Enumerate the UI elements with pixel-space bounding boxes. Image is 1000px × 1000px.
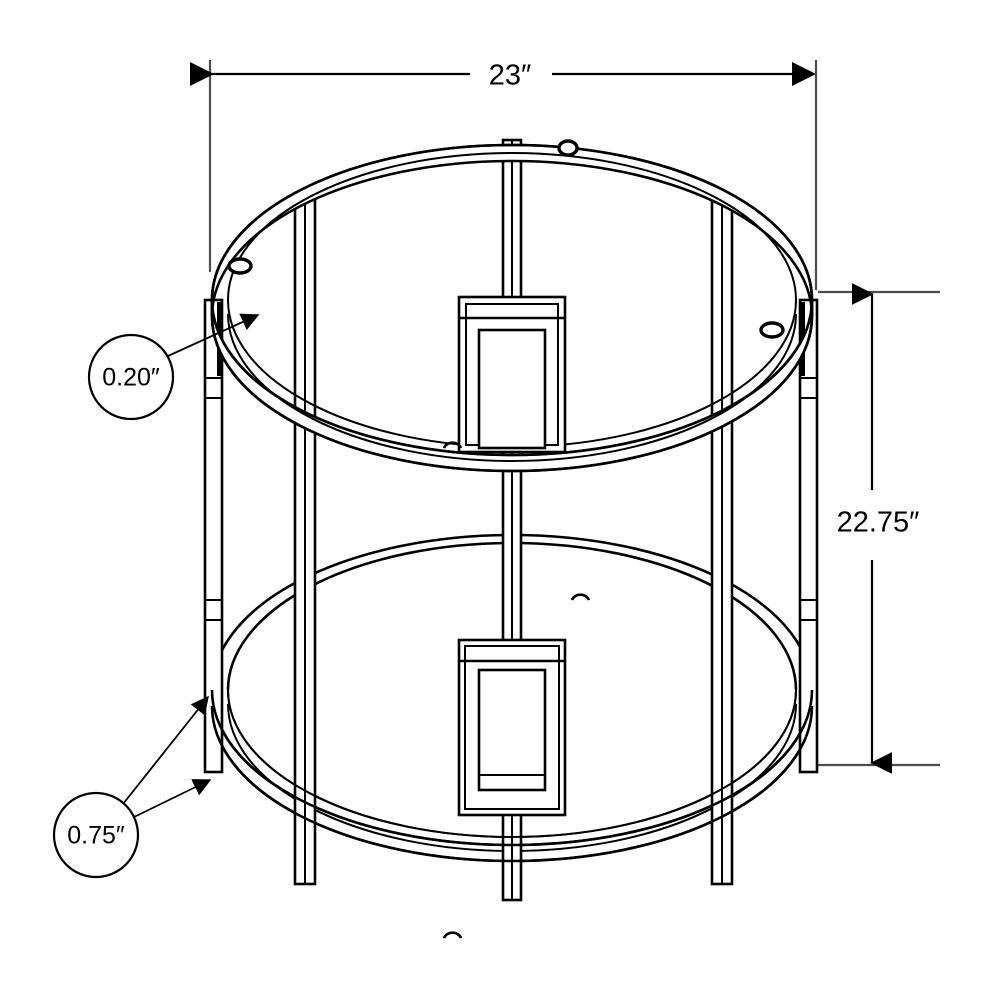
upper-bracket <box>457 295 567 454</box>
width-dimension: 23″ <box>189 60 818 290</box>
top-ring-inner-back <box>227 152 797 301</box>
shelf-ring-front-overlay-lower <box>210 705 814 863</box>
leg-left-joints <box>205 377 222 621</box>
shelf-ring-front-overlay <box>210 689 814 863</box>
glass-clips-group <box>227 139 785 939</box>
top-ring-inner-front-lower <box>227 313 797 462</box>
shelf-ring-front-overlay-inner <box>227 689 797 838</box>
clip-top-right <box>759 321 785 339</box>
callout-glass-thickness: 0.20″ <box>87 313 260 421</box>
callout-glass-thickness-circle <box>87 333 175 421</box>
leg-right-body <box>798 298 819 774</box>
callout-frame-tube-leader-lower <box>131 779 212 819</box>
top-ring-outer-back <box>210 143 814 301</box>
callout-frame-tube-label: 0.75″ <box>67 822 125 850</box>
shelf-ring-front-overlay-upper <box>210 689 814 847</box>
clip-shelf-front-body <box>442 931 463 939</box>
top-ring-side-edges <box>210 300 814 316</box>
clip-mid-front-body <box>442 441 463 449</box>
clip-top-center <box>557 139 579 157</box>
product-side-table <box>203 138 819 939</box>
top-ring-outer-front <box>210 299 814 457</box>
leg-right-joints <box>800 377 817 621</box>
callout-glass-thickness-leader <box>167 313 260 357</box>
lower-bracket-inner <box>477 668 547 792</box>
leg-right <box>798 298 819 774</box>
callout-frame-tube: 0.75″ <box>52 695 212 879</box>
callout-glass-thickness-label: 0.20″ <box>102 364 160 392</box>
callout-frame-tube-circle <box>52 791 140 879</box>
leg-front-right <box>710 194 734 886</box>
lower-bracket <box>457 638 567 817</box>
clip-top-left <box>227 257 253 275</box>
clip-top-left-body <box>227 257 253 275</box>
top-ring-outer-front-lower <box>210 315 814 473</box>
height-dimension: 22.75″ <box>818 283 940 774</box>
clip-top-right-body <box>759 321 785 339</box>
clip-shelf-right-body <box>570 593 591 601</box>
callout-frame-tube-leader-upper <box>122 695 209 805</box>
clip-top-center-body <box>557 139 579 157</box>
clip-shelf-right <box>570 593 591 601</box>
clip-shelf-front <box>442 931 463 939</box>
upper-bracket-inner <box>477 328 547 450</box>
leg-front-left <box>293 194 317 886</box>
clip-mid-front <box>442 441 463 449</box>
width-dimension-label: 23″ <box>489 60 532 92</box>
height-dimension-label: 22.75″ <box>837 507 920 539</box>
